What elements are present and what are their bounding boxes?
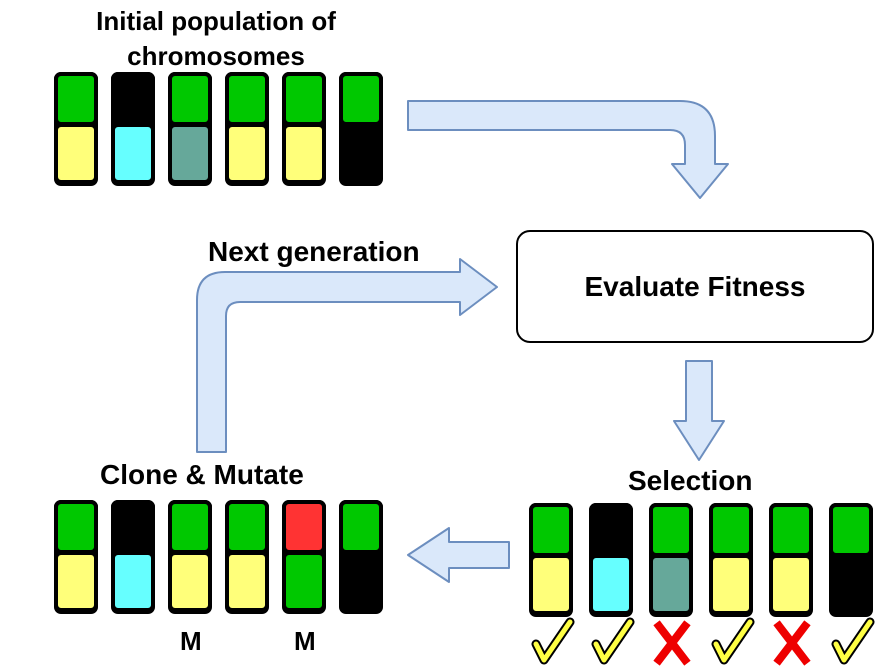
chromosome [649, 503, 693, 617]
gene-bottom [282, 123, 326, 184]
chromosome [709, 503, 753, 617]
gene-bottom [829, 554, 873, 615]
gene-bottom [225, 551, 269, 612]
gene-bottom [649, 554, 693, 615]
selection-marks [531, 617, 875, 666]
chromosome [54, 500, 98, 614]
cross-icon [653, 620, 691, 666]
gene-bottom [54, 551, 98, 612]
gene-bottom [339, 551, 383, 612]
chromosome [529, 503, 573, 617]
check-icon [533, 619, 573, 663]
selection-label: Selection [628, 465, 753, 496]
gene-top [54, 72, 98, 126]
gene-top [111, 500, 155, 554]
gene-top [225, 72, 269, 126]
initial-population-title: Initial population of chromosomes [96, 6, 336, 71]
gene-bottom [589, 554, 633, 615]
chromosome [225, 500, 269, 614]
chromosome [282, 500, 326, 614]
gene-top [168, 500, 212, 554]
gene-bottom [282, 551, 326, 612]
arrow-to-selection [673, 360, 725, 461]
arrow-to-fitness [407, 100, 729, 199]
chromosome [111, 500, 155, 614]
check-icon [593, 619, 633, 663]
gene-bottom [529, 554, 573, 615]
mutation-mark: M [294, 626, 316, 656]
evaluate-fitness-box: Evaluate Fitness [516, 230, 874, 343]
gene-top [529, 503, 573, 557]
chromosome [829, 503, 873, 617]
gene-top [168, 72, 212, 126]
arrow-to-clone [407, 527, 510, 583]
gene-top [649, 503, 693, 557]
selection-chromosomes [529, 503, 873, 617]
chromosome [54, 72, 98, 186]
gene-top [225, 500, 269, 554]
check-icon [833, 619, 873, 663]
clone-mutate-chromosomes [54, 500, 383, 614]
chromosome [339, 72, 383, 186]
gene-top [829, 503, 873, 557]
chromosome [769, 503, 813, 617]
gene-top [709, 503, 753, 557]
gene-bottom [168, 123, 212, 184]
gene-bottom [111, 123, 155, 184]
gene-bottom [339, 123, 383, 184]
gene-top [339, 500, 383, 554]
gene-bottom [225, 123, 269, 184]
gene-top [282, 500, 326, 554]
arrow-next-generation [196, 258, 498, 453]
chromosome [225, 72, 269, 186]
gene-bottom [709, 554, 753, 615]
clone-mutate-label: Clone & Mutate [100, 459, 304, 490]
gene-top [282, 72, 326, 126]
cross-icon [773, 620, 811, 666]
chromosome [168, 500, 212, 614]
gene-top [54, 500, 98, 554]
chromosome [282, 72, 326, 186]
gene-bottom [111, 551, 155, 612]
chromosome [168, 72, 212, 186]
evaluate-fitness-label: Evaluate Fitness [584, 270, 806, 302]
gene-top [589, 503, 633, 557]
gene-top [339, 72, 383, 126]
next-generation-label: Next generation [208, 236, 420, 267]
mutation-mark: M [180, 626, 202, 656]
chromosome [111, 72, 155, 186]
chromosome [339, 500, 383, 614]
gene-bottom [54, 123, 98, 184]
gene-bottom [769, 554, 813, 615]
gene-bottom [168, 551, 212, 612]
chromosome [589, 503, 633, 617]
check-icon [713, 619, 753, 663]
gene-top [769, 503, 813, 557]
gene-top [111, 72, 155, 126]
initial-population-chromosomes [54, 72, 383, 186]
